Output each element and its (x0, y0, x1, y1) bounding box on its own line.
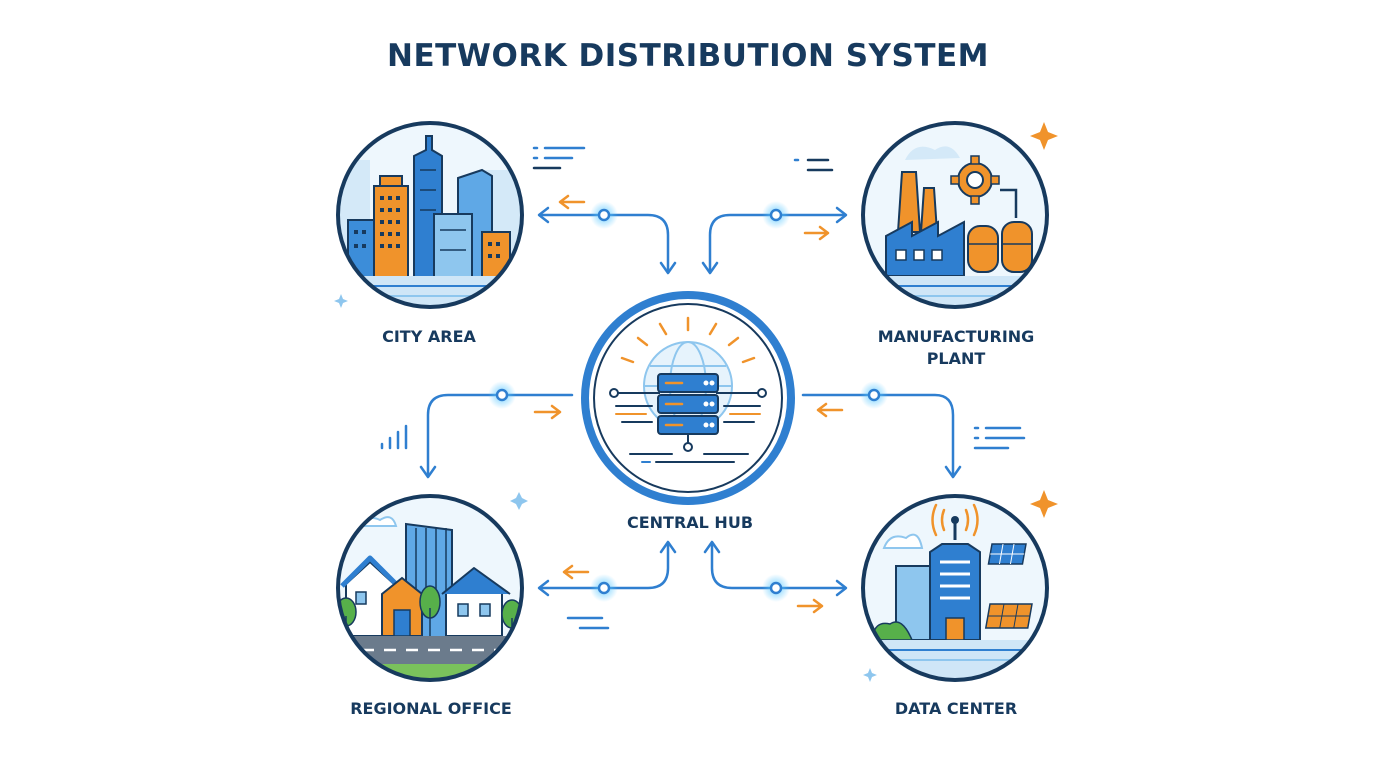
arrowhead-regional-bottom (537, 579, 550, 597)
diagram-title: NETWORK DISTRIBUTION SYSTEM (387, 38, 989, 74)
flow-arrows (533, 194, 844, 614)
connector-hub-manufacturing (708, 213, 847, 272)
arrowhead-datacenter-bottom (835, 579, 848, 597)
node-manufacturing-plant (861, 121, 1049, 309)
connector-hub-regional-bottom (538, 543, 670, 590)
connector-hub-datacenter (801, 393, 955, 477)
node-city-area (336, 121, 524, 309)
arrowhead-hub-bottom-left (659, 540, 677, 554)
connector-hub-datacenter-bottom (710, 543, 847, 590)
decor-dashes (380, 146, 1026, 630)
label-data-center: DATA CENTER (894, 699, 1018, 718)
sparkles (334, 122, 1058, 682)
node-central-hub (581, 291, 795, 505)
label-central-hub: CENTRAL HUB (626, 513, 754, 532)
node-regional-office (336, 494, 524, 682)
node-data-center (861, 494, 1049, 682)
junction-dots (488, 201, 888, 602)
arrowhead-datacenter (944, 465, 962, 479)
arrowhead-regional (419, 465, 437, 479)
arrowhead-hub-bottom-right (703, 540, 721, 554)
connector-city-hub (538, 213, 670, 272)
arrowhead-hub-top-left (659, 261, 677, 275)
label-city-area: CITY AREA (382, 327, 476, 346)
label-regional-office: REGIONAL OFFICE (350, 699, 512, 718)
label-manufacturing-plant: MANUFACTURING PLANT (877, 327, 1035, 368)
arrowhead-city (537, 206, 550, 224)
arrowhead-hub-top-right (701, 261, 719, 275)
connector-hub-regional (426, 393, 574, 477)
arrowhead-manufacturing (835, 206, 848, 224)
